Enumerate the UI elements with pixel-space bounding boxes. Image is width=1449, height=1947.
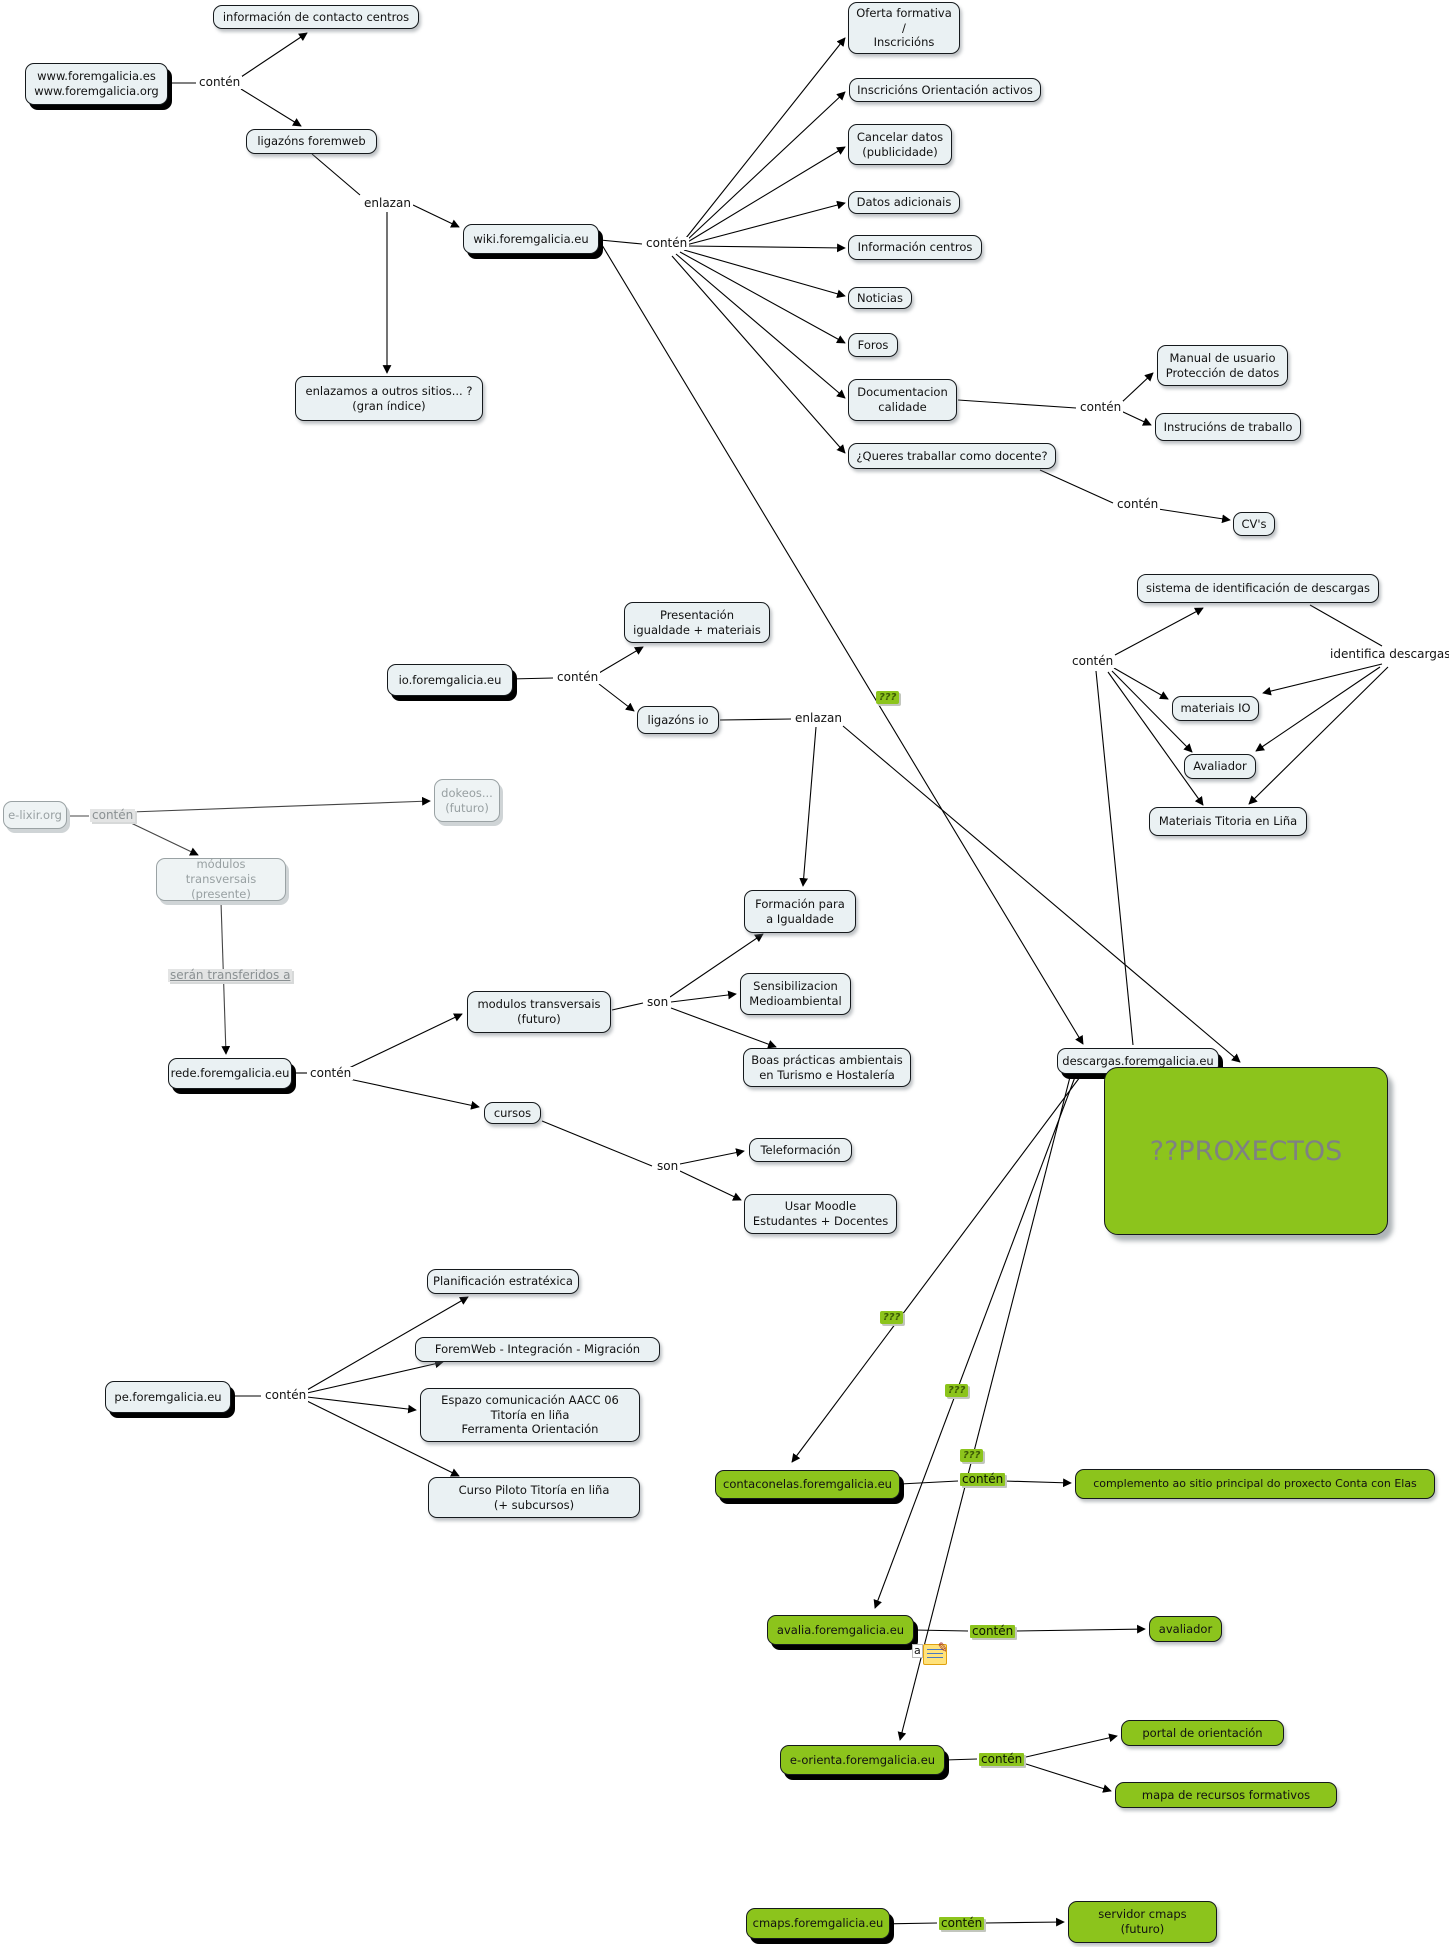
concept-sensibilizacion-medioambiental[interactable]: Sensibilizacion Medioambiental bbox=[740, 973, 851, 1015]
link-label-pe-conten[interactable]: contén bbox=[263, 1388, 309, 1403]
link-label-elixir-conten[interactable]: contén bbox=[90, 808, 136, 823]
concept-curso-piloto-titoria[interactable]: Curso Piloto Titoría en liña (+ subcurso… bbox=[428, 1477, 640, 1518]
concept-ligazons-foremweb[interactable]: ligazóns foremweb bbox=[246, 129, 377, 154]
concept-materiais-io[interactable]: materiais IO bbox=[1172, 696, 1259, 721]
concept-www-foremgalicia[interactable]: www.foremgalicia.es www.foremgalicia.org bbox=[25, 63, 168, 105]
link-label-cursos-son[interactable]: son bbox=[655, 1159, 681, 1174]
concept-datos-adicionais[interactable]: Datos adicionais bbox=[848, 191, 960, 214]
qmark-2[interactable]: ??? bbox=[880, 1311, 904, 1324]
qmark-3[interactable]: ??? bbox=[945, 1384, 969, 1397]
concept-foremweb-integracion-migracion[interactable]: ForemWeb - Integración - Migración bbox=[415, 1337, 660, 1362]
link-label-cmaps-conten[interactable]: contén bbox=[939, 1916, 985, 1931]
concept-io-foremgalicia[interactable]: io.foremgalicia.eu bbox=[387, 664, 513, 696]
qmark-1[interactable]: ??? bbox=[876, 691, 900, 704]
concept-modulos-transversais-presente[interactable]: módulos transversais (presente) bbox=[156, 857, 286, 901]
concept-sistema-identificacion-descargas[interactable]: sistema de identificación de descargas bbox=[1137, 574, 1379, 603]
concept-servidor-cmaps[interactable]: servidor cmaps (futuro) bbox=[1068, 1901, 1217, 1943]
concept-instrucions-traballo[interactable]: Instrucións de traballo bbox=[1155, 413, 1301, 441]
link-label-io-conten[interactable]: contén bbox=[555, 670, 601, 685]
concept-cvs[interactable]: CV's bbox=[1233, 512, 1275, 536]
link-label-wiki-conten[interactable]: contén bbox=[644, 236, 690, 251]
link-label-calidade-conten[interactable]: contén bbox=[1078, 400, 1124, 415]
link-label-avalia-conten[interactable]: contén bbox=[970, 1624, 1016, 1639]
concept-noticias[interactable]: Noticias bbox=[848, 287, 912, 309]
concept-formacion-igualdade[interactable]: Formación para a Igualdade bbox=[744, 890, 856, 933]
note-lines-icon bbox=[926, 1649, 943, 1660]
concept-e-lixir-org[interactable]: e-lixir.org bbox=[3, 801, 67, 829]
concept-modulos-transversais-futuro[interactable]: modulos transversais (futuro) bbox=[467, 991, 611, 1033]
concept-foros[interactable]: Foros bbox=[848, 333, 898, 357]
concept-teleformacion[interactable]: Teleformación bbox=[749, 1138, 852, 1162]
concept-dokeos-futuro[interactable]: dokeos... (futuro) bbox=[434, 779, 500, 822]
concept-proxectos-box[interactable]: ??PROXECTOS bbox=[1104, 1067, 1388, 1235]
concept-portal-de-orientacion[interactable]: portal de orientación bbox=[1121, 1720, 1284, 1746]
annotation-note[interactable]: a ✎ bbox=[912, 1640, 949, 1665]
link-label-eorienta-conten[interactable]: contén bbox=[979, 1752, 1025, 1767]
concept-manual-usuario[interactable]: Manual de usuario Protección de datos bbox=[1157, 345, 1288, 386]
link-label-rede-conten[interactable]: contén bbox=[308, 1066, 354, 1081]
qmark-4[interactable]: ??? bbox=[960, 1449, 984, 1462]
concept-contaconelas-foremgalicia[interactable]: contaconelas.foremgalicia.eu bbox=[715, 1470, 900, 1499]
concept-complemento-conta-con-elas[interactable]: complemento ao sitio principal do proxec… bbox=[1075, 1469, 1435, 1499]
concept-presentacion-igualdade[interactable]: Presentación igualdade + materiais bbox=[624, 602, 770, 643]
link-label-futuro-son[interactable]: son bbox=[645, 995, 671, 1010]
concept-espazo-comunicacion-aacc[interactable]: Espazo comunicación AACC 06 Titoría en l… bbox=[420, 1388, 640, 1442]
link-label-descargas-conten[interactable]: contén bbox=[1070, 654, 1116, 669]
concept-avaliador[interactable]: Avaliador bbox=[1184, 754, 1256, 779]
link-label-contaconelas-conten[interactable]: contén bbox=[960, 1472, 1006, 1487]
link-label-identifica-descargas[interactable]: identifica descargas bbox=[1328, 647, 1449, 662]
concept-cursos[interactable]: cursos bbox=[484, 1102, 541, 1124]
annotation-marker-letter: a bbox=[912, 1644, 923, 1659]
concept-wiki-foremgalicia[interactable]: wiki.foremgalicia.eu bbox=[463, 224, 599, 254]
concept-planificacion-estratexica[interactable]: Planificación estratéxica bbox=[427, 1269, 579, 1294]
concept-avaliador-green[interactable]: avaliador bbox=[1149, 1616, 1222, 1642]
link-label-io-enlazan[interactable]: enlazan bbox=[793, 711, 844, 726]
link-label-docente-conten[interactable]: contén bbox=[1115, 497, 1161, 512]
concept-oferta-formativa[interactable]: Oferta formativa / Inscricións bbox=[848, 2, 960, 54]
concept-pe-foremgalicia[interactable]: pe.foremgalicia.eu bbox=[105, 1381, 231, 1413]
concept-mapa-recursos-formativos[interactable]: mapa de recursos formativos bbox=[1115, 1782, 1337, 1808]
concept-documentacion-calidade[interactable]: Documentacion calidade bbox=[848, 379, 957, 421]
concept-informacion-centros[interactable]: Información centros bbox=[848, 235, 982, 260]
concept-usar-moodle[interactable]: Usar Moodle Estudantes + Docentes bbox=[744, 1194, 897, 1234]
concept-cmaps-foremgalicia[interactable]: cmaps.foremgalicia.eu bbox=[746, 1908, 890, 1939]
concept-cancelar-datos[interactable]: Cancelar datos (publicidade) bbox=[848, 124, 952, 165]
concept-queres-traballar-docente[interactable]: ¿Queres traballar como docente? bbox=[848, 443, 1056, 469]
link-label-www-conten[interactable]: contén bbox=[197, 75, 243, 90]
concept-materiais-titoria-en-lina[interactable]: Materiais Titoria en Liña bbox=[1149, 807, 1307, 836]
concept-rede-foremgalicia[interactable]: rede.foremgalicia.eu bbox=[168, 1058, 292, 1089]
concept-ligazons-io[interactable]: ligazóns io bbox=[637, 706, 719, 734]
concept-informacion-contacto-centros[interactable]: información de contacto centros bbox=[213, 5, 419, 29]
annotation-note-icon[interactable]: ✎ bbox=[922, 1640, 949, 1665]
concept-e-orienta-foremgalicia[interactable]: e-orienta.foremgalicia.eu bbox=[780, 1745, 945, 1775]
link-label-foremweb-enlazan[interactable]: enlazan bbox=[362, 196, 413, 211]
concept-avalia-foremgalicia[interactable]: avalia.foremgalicia.eu bbox=[767, 1615, 914, 1645]
pencil-icon: ✎ bbox=[935, 1640, 949, 1657]
concept-enlazamos-outros-sitios[interactable]: enlazamos a outros sitios... ? (gran índ… bbox=[295, 376, 483, 421]
link-label-seran-transferidos[interactable]: serán transferidos a bbox=[168, 968, 293, 983]
concept-boas-practicas-ambientais[interactable]: Boas prácticas ambientais en Turismo e H… bbox=[743, 1048, 911, 1087]
concept-inscricions-orientacion[interactable]: Inscricións Orientación activos bbox=[849, 78, 1041, 102]
